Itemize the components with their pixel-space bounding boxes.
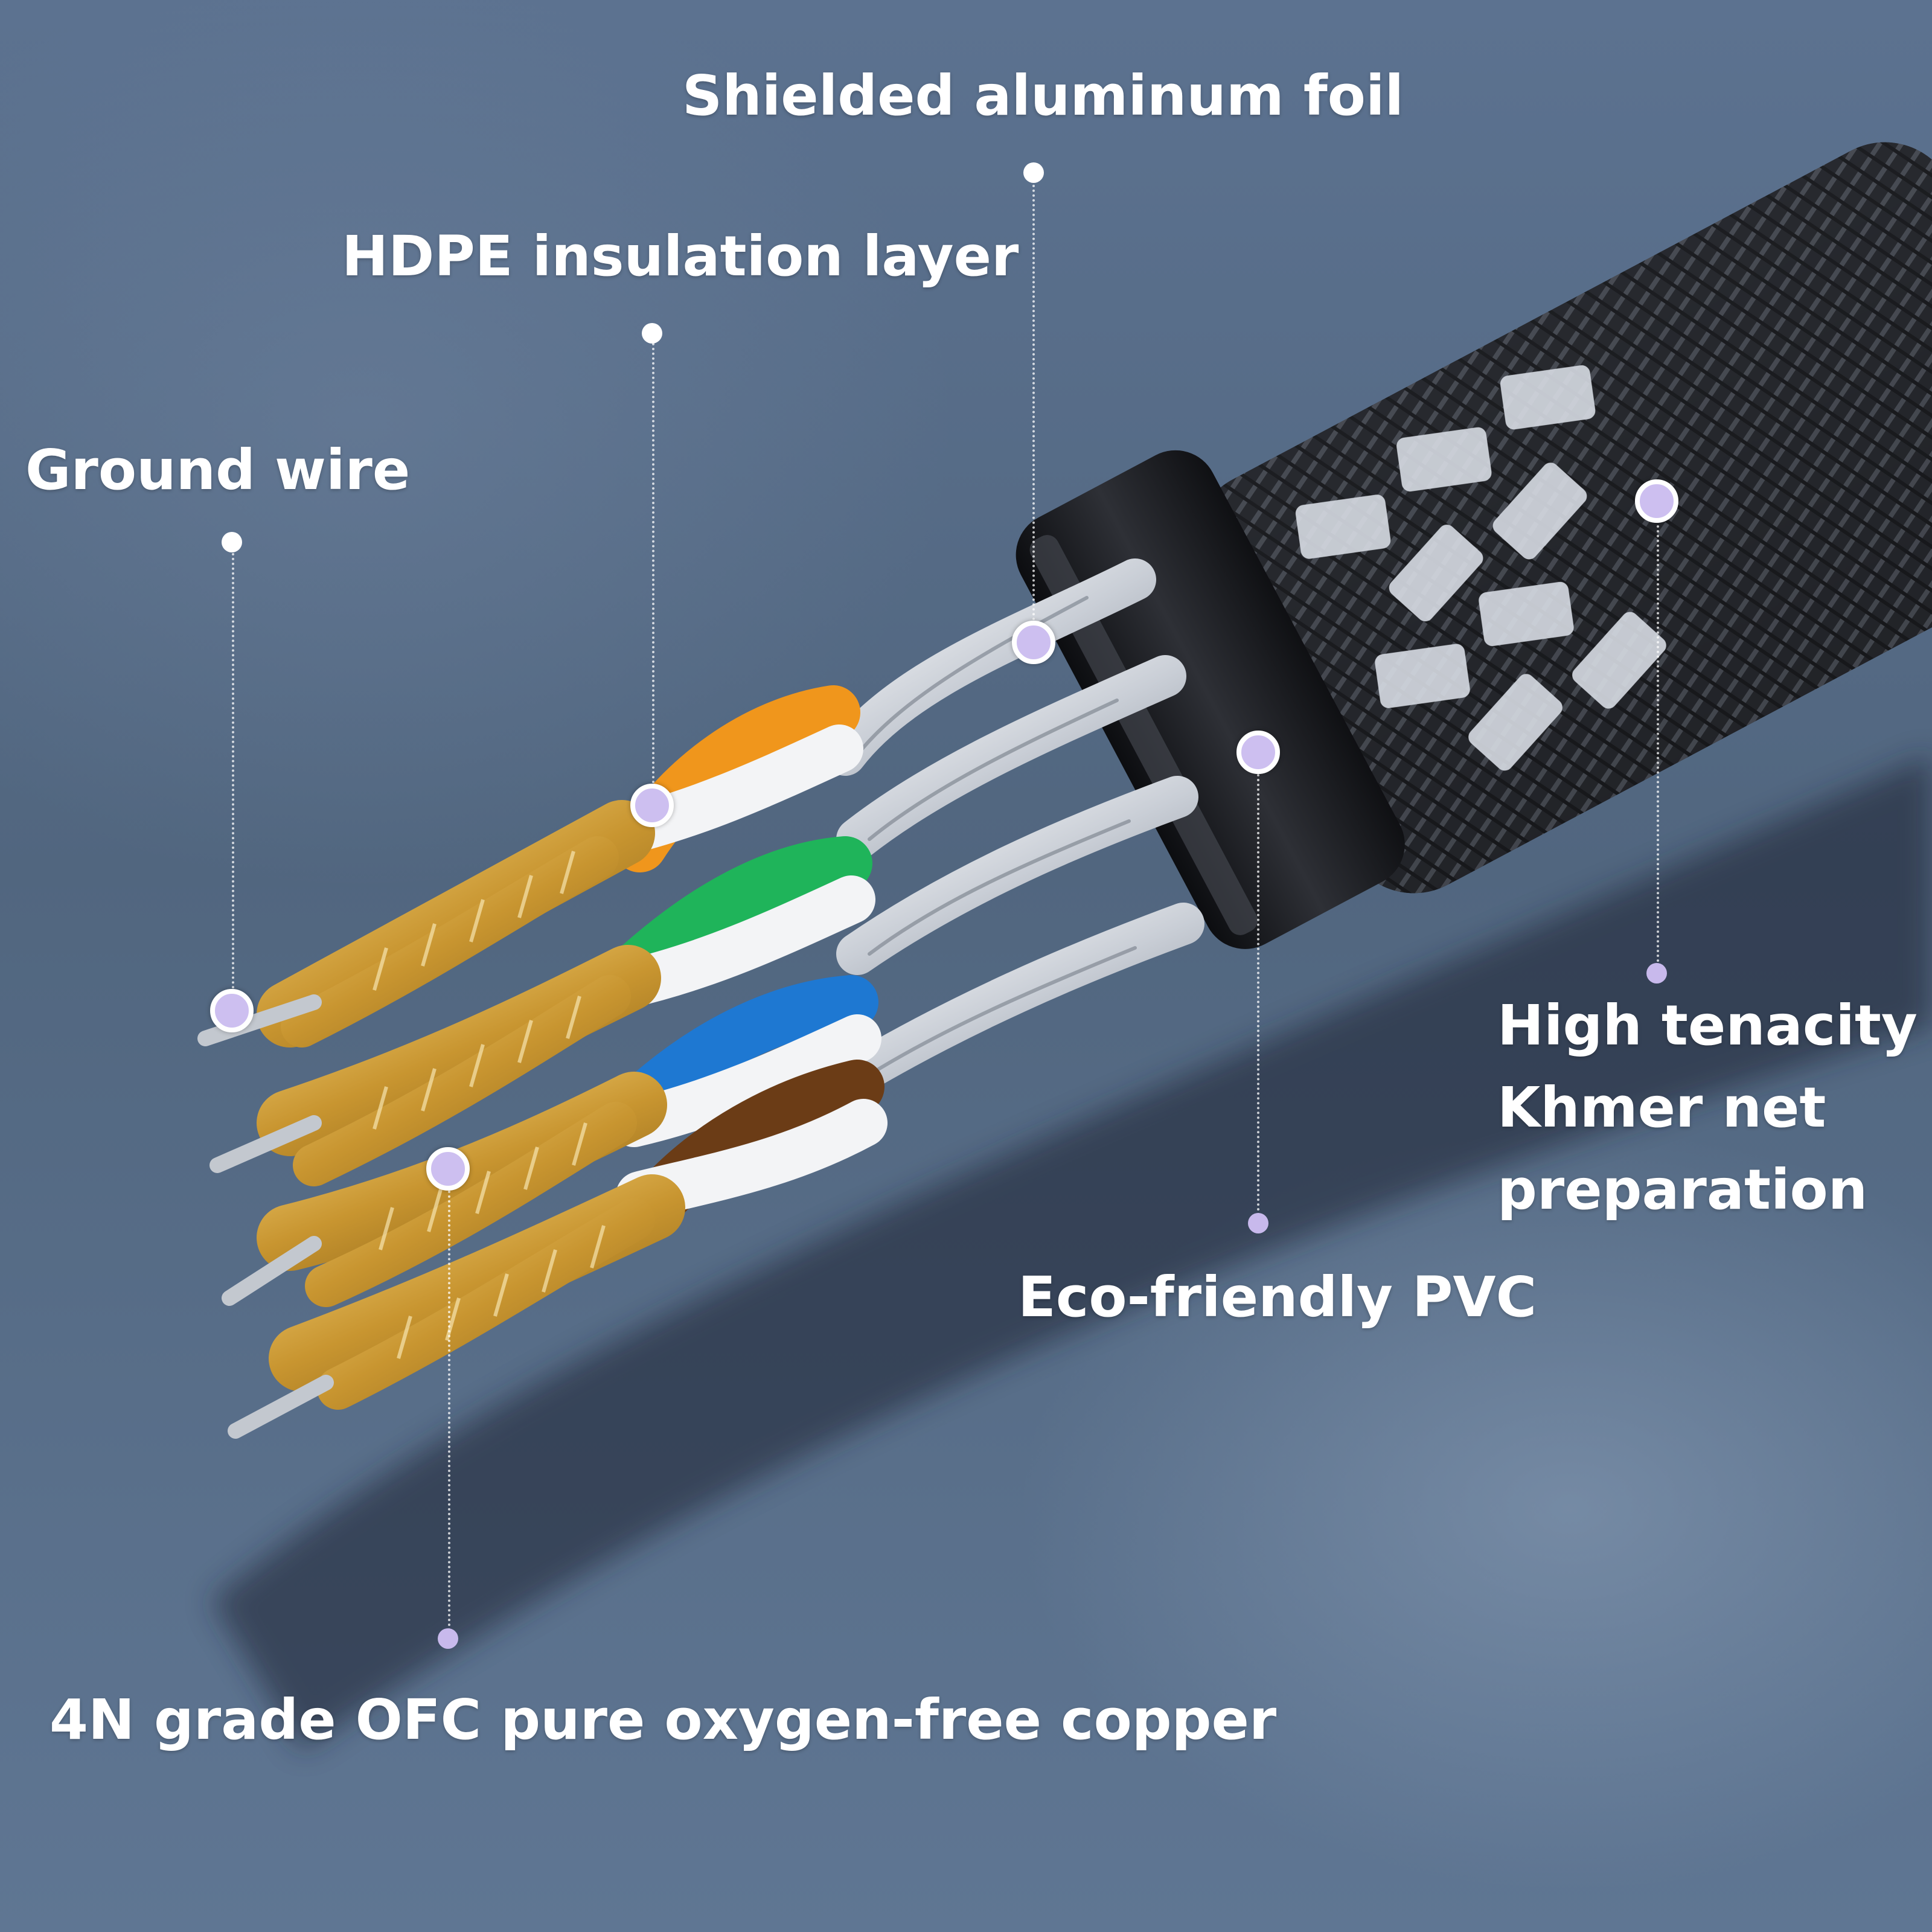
copper-twist-highlights (373, 851, 606, 1359)
callout-dot-copper (438, 1628, 458, 1649)
marker-pvc (1236, 731, 1280, 774)
marker-tenacity (1635, 479, 1678, 523)
cable-reflection (211, 755, 1932, 1751)
label-high-tenacity-line1: High tenacity (1497, 993, 1918, 1058)
callout-dot-ground (222, 532, 242, 552)
marker-hdpe (630, 784, 674, 827)
label-hdpe-insulation-layer: HDPE insulation layer (342, 224, 1019, 289)
callout-dot-pvc (1248, 1213, 1268, 1233)
label-high-tenacity-line2: Khmer net (1497, 1075, 1826, 1140)
callout-line-hdpe (652, 338, 654, 803)
callout-dot-hdpe (642, 323, 662, 344)
ground-wires (197, 994, 334, 1439)
callout-line-shield (1032, 175, 1035, 640)
label-high-tenacity-line3: preparation (1497, 1157, 1868, 1222)
marker-copper (426, 1147, 470, 1191)
label-ground-wire: Ground wire (25, 438, 411, 502)
foil-pairs (824, 558, 1204, 1096)
label-shielded-aluminum-foil: Shielded aluminum foil (682, 63, 1404, 128)
copper-conductors (257, 800, 685, 1410)
label-eco-friendly-pvc: Eco-friendly PVC (1018, 1265, 1537, 1329)
callout-dot-tenacity (1646, 963, 1667, 984)
marker-shield (1012, 621, 1055, 664)
callout-dot-shield (1023, 162, 1044, 183)
callout-line-pvc (1257, 755, 1259, 1226)
callout-line-ground (232, 543, 234, 1008)
marker-ground (210, 989, 254, 1032)
callout-line-copper (448, 1171, 450, 1636)
label-ofc-copper: 4N grade OFC pure oxygen-free copper (50, 1687, 1277, 1752)
callout-line-tenacity (1657, 501, 1659, 972)
